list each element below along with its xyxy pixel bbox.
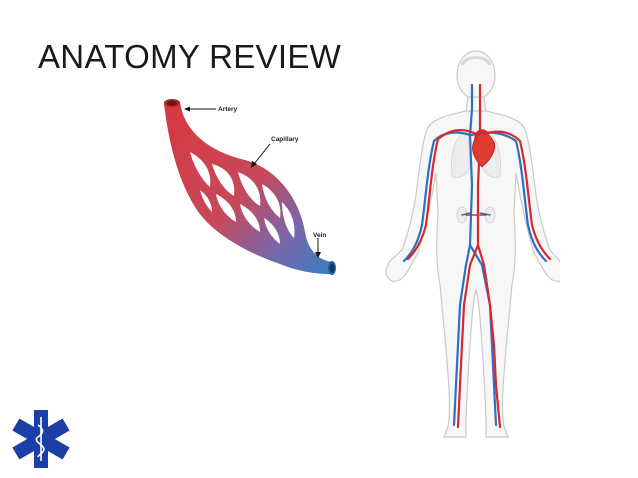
circulatory-system-figure (385, 50, 560, 438)
star-of-life-logo (12, 410, 70, 468)
artery-label: Artery (218, 106, 238, 113)
arteries (406, 83, 552, 429)
slide-title: ANATOMY REVIEW (38, 38, 342, 75)
rod-of-asclepius (35, 417, 45, 461)
vessel-diagram (164, 99, 336, 275)
label-arrows (184, 106, 321, 258)
capillary-network (190, 152, 295, 244)
capillary-label: Capillary (271, 136, 299, 143)
vein-label: Vein (313, 232, 327, 239)
heart (472, 133, 496, 168)
